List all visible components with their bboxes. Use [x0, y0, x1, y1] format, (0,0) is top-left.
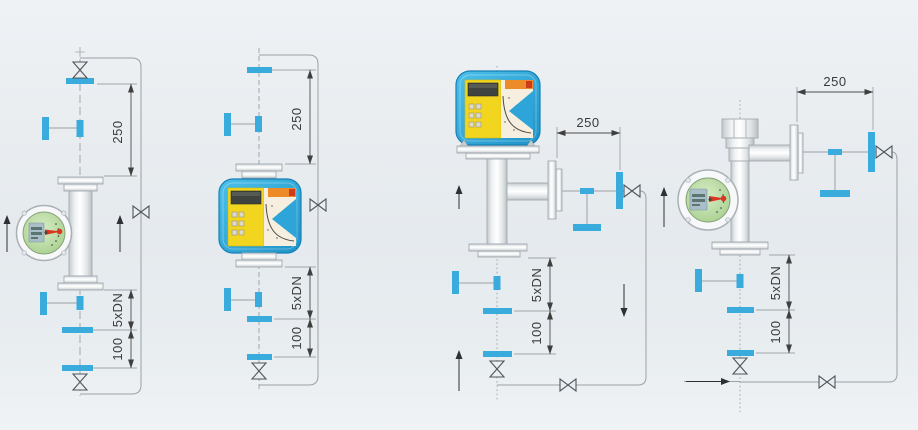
- keypad-buttons: [231, 211, 245, 236]
- centerline-cross-icon: [75, 47, 85, 57]
- bypass-line: [740, 151, 898, 383]
- dimension-label: 100: [110, 337, 125, 360]
- flange-marker: [247, 354, 272, 360]
- side-outlet-flange: [547, 160, 563, 220]
- flow-curve: [502, 95, 532, 134]
- dimension-100: 100: [274, 318, 316, 358]
- bezel-screw-icon: [725, 217, 731, 223]
- meter-spool: [57, 176, 104, 291]
- dimension-100: 100: [93, 329, 137, 369]
- panel-inline-vertical-meter-gauge: 250 5xDN 100: [3, 47, 150, 396]
- side-outlet-flange: [789, 124, 804, 181]
- gauge-scale-ticks: [51, 223, 60, 246]
- gauge-dial: [15, 204, 73, 262]
- dimension-label: 5xDN: [289, 276, 304, 311]
- bottom-flange: [468, 243, 528, 258]
- bypass-valve-icon: [875, 144, 893, 160]
- pipe-body: [68, 190, 93, 277]
- bypass-valve-icon: [132, 204, 150, 220]
- sensor-tap: [40, 292, 84, 315]
- keypad-buttons: [468, 103, 482, 128]
- gauge-dial: [677, 169, 739, 231]
- bypass-line: [259, 54, 319, 386]
- side-outlet-pipe: [506, 182, 549, 201]
- flow-curve: [265, 203, 295, 242]
- gauge-needle-icon: [709, 196, 725, 202]
- valve-icon: [71, 373, 89, 391]
- dimension-label: 250: [576, 115, 599, 130]
- dimension-5xdn: 5xDN: [93, 289, 137, 331]
- bypass-line: [80, 57, 142, 395]
- sensor-tap: [695, 269, 744, 292]
- bezel-screw-icon: [21, 210, 27, 216]
- dimension-5xdn: 5xDN: [756, 254, 795, 311]
- dimension-label: 250: [110, 120, 125, 143]
- flange-marker: [483, 308, 512, 314]
- gauge-scale-ticks: [716, 189, 725, 213]
- bezel-screw-icon: [725, 177, 731, 183]
- bypass-valve-icon: [309, 197, 327, 213]
- housing-notch: [272, 199, 296, 238]
- panel-inline-vertical-meter-display: 250 5xDN 100: [218, 48, 327, 392]
- flange-marker: [727, 350, 754, 356]
- meter-display-housing: [455, 70, 541, 146]
- flange-marker: [616, 172, 623, 209]
- meter-display-housing: [218, 178, 302, 254]
- side-outlet-pipe: [748, 144, 791, 162]
- dimension-label: 250: [289, 107, 304, 130]
- drain-valve-icon: [818, 374, 836, 390]
- dimension-label: 100: [529, 321, 544, 344]
- bypass-valve-icon: [623, 183, 641, 199]
- flange-marker: [66, 78, 94, 84]
- valve-icon: [71, 61, 89, 79]
- dimension-5xdn: 5xDN: [514, 257, 556, 312]
- gauge-needle-icon: [45, 229, 61, 235]
- flange-marker: [727, 307, 754, 313]
- dimension-250: 250: [796, 74, 874, 130]
- pipe-body: [486, 158, 508, 245]
- bezel-screw-icon: [685, 217, 691, 223]
- sensor-tap: [224, 288, 262, 311]
- flange-marker: [62, 327, 93, 333]
- hex-fitting: [721, 118, 759, 162]
- flange-marker: [62, 365, 93, 371]
- dimension-label: 5xDN: [768, 266, 783, 301]
- dimension-label: 100: [289, 326, 304, 349]
- sensor-tap: [452, 271, 501, 294]
- drain-valve-icon: [559, 377, 577, 393]
- panel-side-outlet-meter-gauge: 250 5xDN 100: [660, 74, 898, 412]
- sensor-tap: [42, 117, 84, 140]
- sensor-tap: [573, 188, 601, 231]
- dimension-250: 250: [97, 83, 137, 177]
- valve-icon: [731, 357, 749, 375]
- sensor-tap: [820, 149, 850, 197]
- bottom-flange: [711, 241, 769, 256]
- dimension-5xdn: 5xDN: [274, 266, 316, 320]
- dimension-100: 100: [756, 309, 795, 354]
- flange-marker: [247, 67, 272, 73]
- bezel-screw-icon: [685, 177, 691, 183]
- flange-marker: [247, 316, 272, 322]
- bypass-line: [497, 190, 647, 386]
- dimension-label: 5xDN: [529, 268, 544, 303]
- dimension-100: 100: [514, 310, 556, 355]
- dimension-label: 100: [768, 320, 783, 343]
- dimension-250: 250: [556, 115, 621, 170]
- bezel-screw-icon: [61, 250, 67, 256]
- meter-flange: [456, 139, 540, 160]
- bezel-screw-icon: [21, 250, 27, 256]
- dimension-label: 250: [823, 74, 846, 89]
- housing-notch: [509, 91, 533, 130]
- flange-marker: [483, 351, 512, 357]
- flange-marker: [868, 132, 875, 172]
- valve-icon: [250, 362, 268, 380]
- panel-side-outlet-meter-display: 250 5xDN 100: [452, 66, 647, 400]
- dimension-250: 250: [272, 69, 316, 165]
- valve-icon: [488, 360, 506, 378]
- dimension-label: 5xDN: [110, 293, 125, 328]
- bezel-screw-icon: [61, 210, 67, 216]
- sensor-tap: [224, 113, 262, 136]
